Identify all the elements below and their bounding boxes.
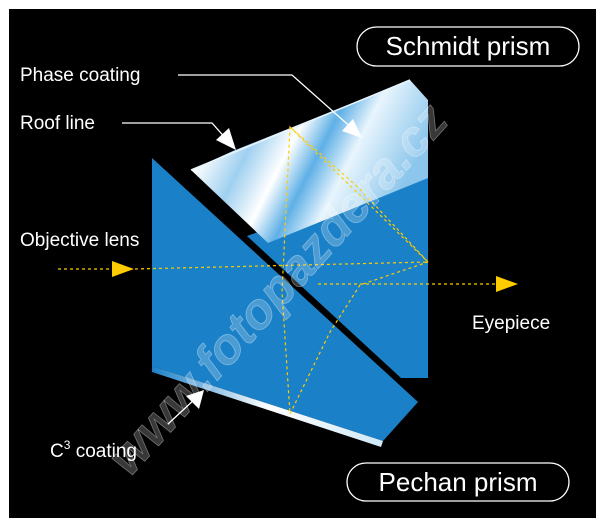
c3-coating-rest: coating	[70, 441, 137, 462]
roof-line-edge	[190, 79, 411, 171]
c3-coating-leader	[167, 397, 197, 425]
phase-coating-arrow-icon	[342, 119, 362, 138]
objective-lens-label: Objective lens	[20, 230, 139, 251]
c3-coating-label: C3 coating	[50, 438, 137, 462]
roof-line-leader	[122, 122, 229, 142]
schmidt-prism-top-face	[191, 80, 428, 243]
eyepiece-label: Eyepiece	[472, 313, 550, 334]
light-path	[58, 125, 496, 417]
pechan-prism-body	[152, 158, 418, 441]
c3-coating-base: C	[50, 441, 64, 462]
schmidt-prism	[190, 79, 428, 378]
pechan-title-pill	[346, 462, 570, 502]
output-arrow-icon	[496, 276, 518, 292]
light-path-internal	[134, 125, 430, 417]
pechan-prism-title: Pechan prism	[379, 467, 538, 497]
light-path-upper-diagonal	[289, 126, 429, 263]
roof-line-arrow-icon	[216, 128, 236, 150]
pechan-prism	[152, 158, 418, 447]
c3-coating-arrow-icon	[186, 390, 204, 409]
schmidt-title-pill	[356, 26, 580, 67]
phase-coating-label: Phase coating	[20, 65, 140, 86]
phase-coating-leader	[178, 74, 355, 131]
roof-line-label: Roof line	[20, 113, 95, 134]
schmidt-prism-title: Schmidt prism	[386, 31, 551, 61]
c3-coating-sup: 3	[64, 438, 71, 452]
input-arrow-icon	[112, 261, 134, 277]
diagram-panel: Schmidt prism Pechan prism Phase coating…	[9, 9, 596, 518]
c3-coating-strip	[152, 366, 383, 447]
prism-diagram: Schmidt prism Pechan prism Phase coating…	[20, 26, 580, 502]
